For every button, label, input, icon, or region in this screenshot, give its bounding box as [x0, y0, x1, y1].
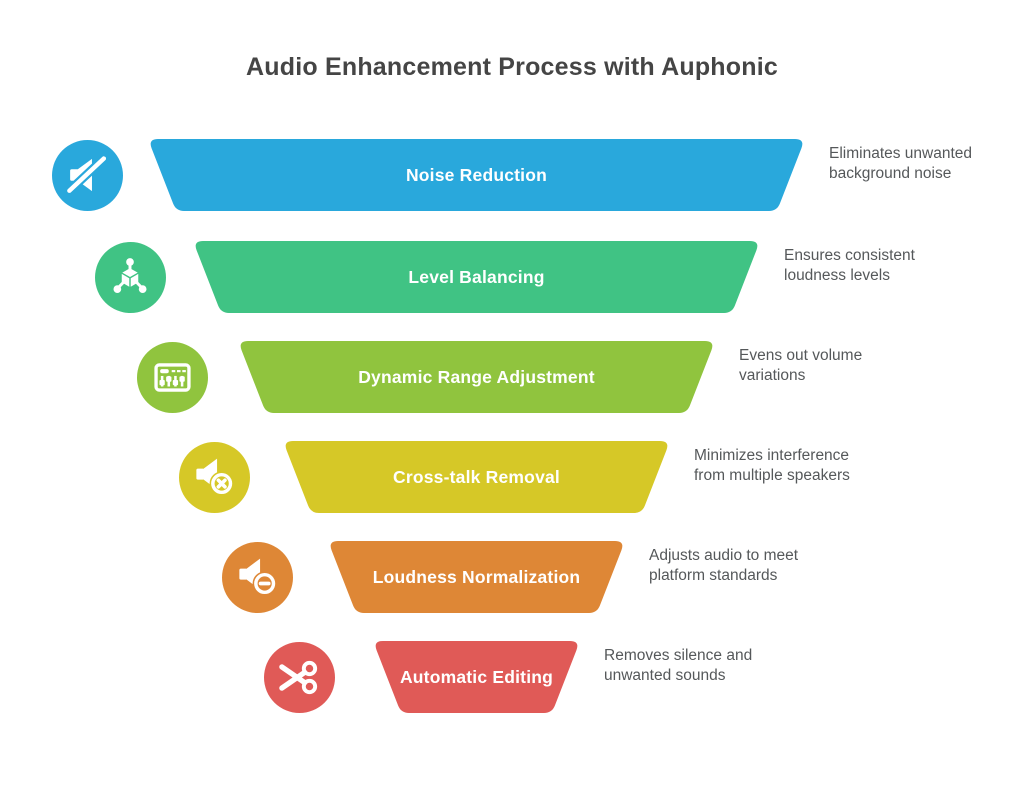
page-title: Audio Enhancement Process with Auphonic: [246, 53, 778, 81]
step-description: Evens out volume variations: [739, 347, 863, 384]
scissors-icon: [263, 641, 335, 713]
step-description: Adjusts audio to meet platform standards: [649, 547, 799, 584]
step-band: Dynamic Range Adjustment: [238, 341, 715, 413]
step-band-label: Dynamic Range Adjustment: [358, 366, 595, 387]
step-description: Eliminates unwanted background noise: [829, 145, 973, 182]
step-band: Loudness Normalization: [328, 541, 625, 613]
step-band: Noise Reduction: [148, 139, 805, 211]
speaker-x-icon: [178, 441, 250, 513]
step-band: Automatic Editing: [373, 641, 580, 713]
mixer-sliders-icon: [136, 341, 208, 413]
speaker-minus-icon: [221, 541, 293, 613]
step-band-label: Level Balancing: [408, 266, 545, 287]
step-band-label: Loudness Normalization: [372, 566, 581, 587]
step-description: Ensures consistent loudness levels: [784, 247, 915, 284]
step-description: Removes silence and unwanted sounds: [604, 647, 753, 684]
step-band: Cross-talk Removal: [283, 441, 670, 513]
cube-hub-icon: [94, 241, 166, 313]
step-band-label: Cross-talk Removal: [393, 466, 560, 487]
step-band-label: Noise Reduction: [405, 164, 548, 185]
step-band-label: Automatic Editing: [399, 666, 554, 687]
step-description: Minimizes interference from multiple spe…: [694, 447, 850, 484]
step-band: Level Balancing: [193, 241, 760, 313]
muted-speaker-icon: [51, 139, 123, 211]
